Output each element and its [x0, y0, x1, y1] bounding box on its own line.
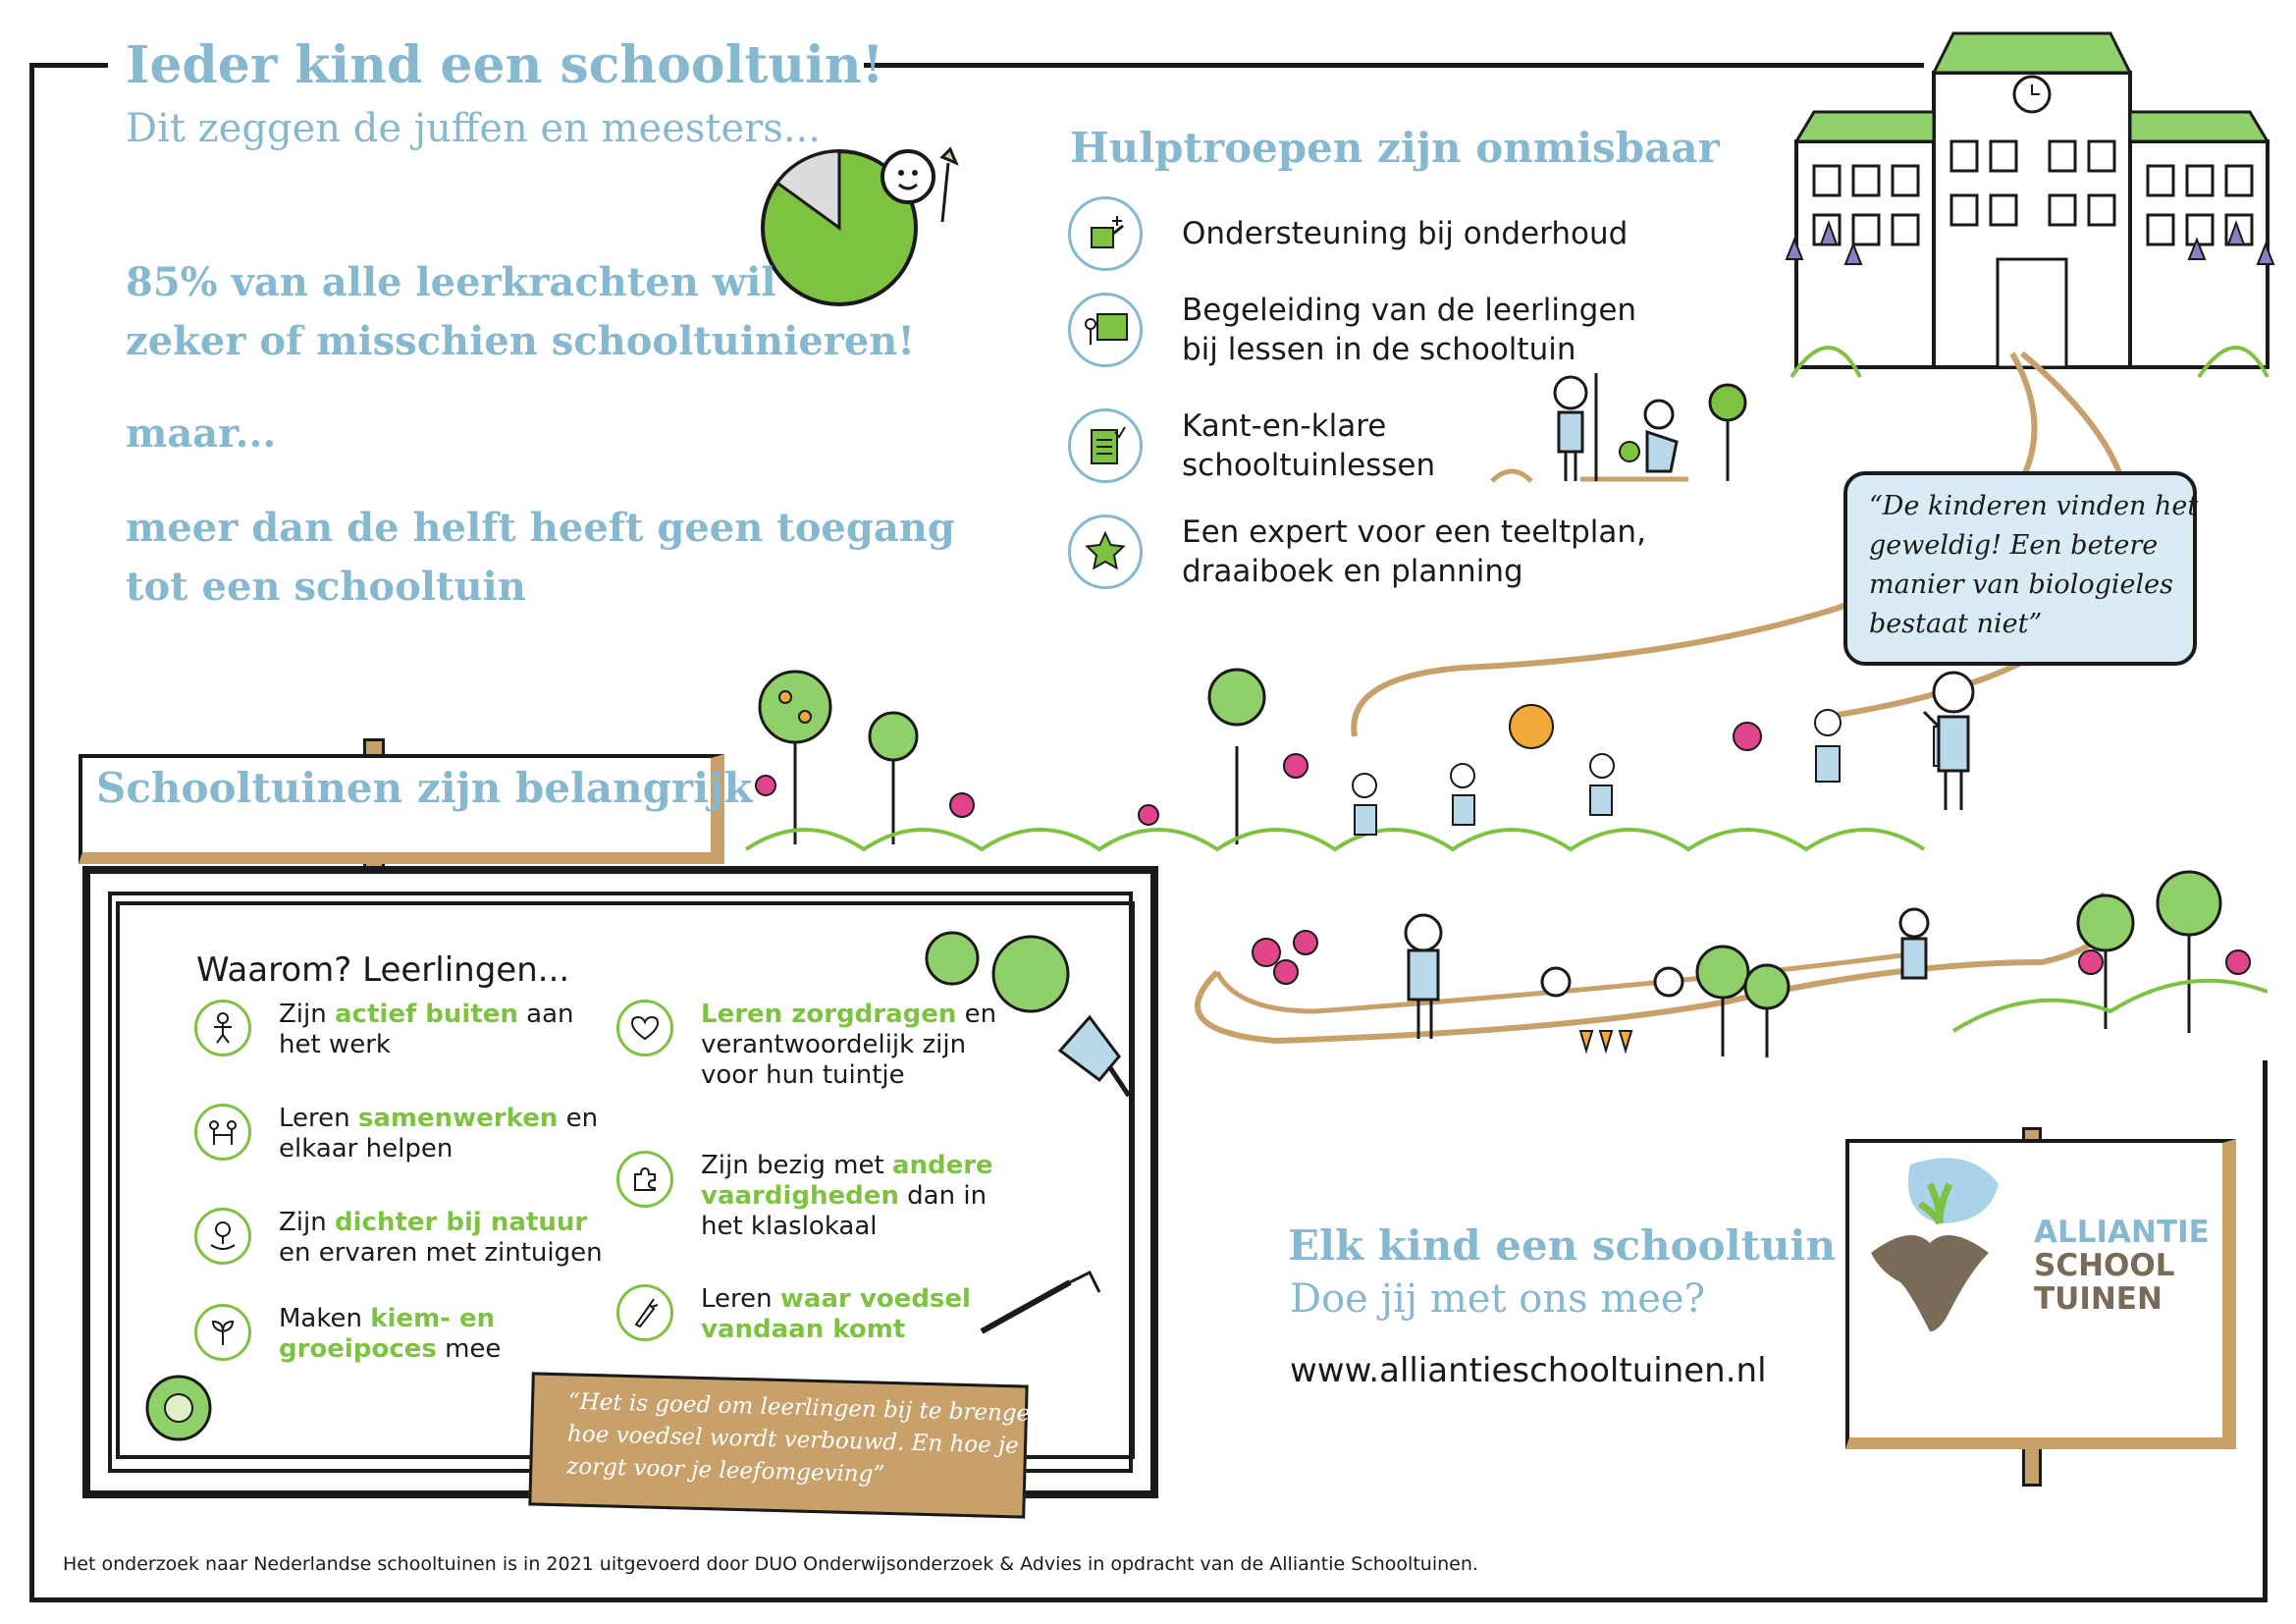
help-text-2a: Begeleiding van de leerlingen	[1182, 293, 1637, 328]
speech-quote-3: manier van biologieles	[1869, 569, 2173, 600]
help-text-4a: Een expert voor een teeltplan,	[1182, 514, 1646, 550]
logo-line-3: TUINEN	[2034, 1281, 2163, 1317]
reason-2-post: en elkaar helpen	[279, 1104, 599, 1164]
stat-but: maar...	[126, 410, 277, 457]
reason-2-hl: samenwerken	[357, 1104, 559, 1133]
school-building	[1785, 31, 2275, 379]
reason-7-pre: Leren	[701, 1284, 780, 1314]
page-subtitle: Dit zeggen de juffen en meesters...	[126, 106, 821, 151]
logo-line-2: SCHOOL	[2034, 1248, 2175, 1283]
reason-3-post: en ervaren met zintuigen	[279, 1238, 603, 1268]
reason-nature: Zijn dichter bij natuur en ervaren met z…	[194, 1208, 603, 1269]
reason-teamwork: Leren samenwerken en elkaar helpen	[194, 1104, 603, 1164]
help-text-3a: Kant-en-klare	[1182, 408, 1387, 444]
carrot-icon	[616, 1284, 673, 1341]
cta-subtitle: Doe jij met ons mee?	[1290, 1276, 1706, 1322]
frame-bottom	[29, 1597, 2268, 1602]
sprout-icon	[194, 1304, 251, 1361]
frame-top-left	[29, 63, 108, 68]
people-icon	[194, 1104, 251, 1161]
reason-5-post: en verantwoordelijk zijn voor hun tuintj…	[701, 1000, 997, 1090]
cta-url[interactable]: www.alliantieschooltuinen.nl	[1290, 1351, 1767, 1390]
reason-4-pre: Maken	[279, 1304, 371, 1333]
watering-can-icon	[1068, 196, 1143, 271]
sign-title: Schooltuinen zijn belangrijk	[96, 764, 753, 812]
board-quote: “Het is goed om leerlingen bij te brenge…	[566, 1386, 1045, 1496]
teacher-board-icon	[1068, 293, 1143, 367]
reason-6-hl: andere vaardigheden	[701, 1151, 993, 1211]
child-icon	[194, 1000, 251, 1056]
reason-1-post: aan het werk	[279, 1000, 574, 1059]
helpers-illustration	[1490, 373, 1747, 483]
tree-hand-icon	[194, 1208, 251, 1265]
help-title: Hulptroepen zijn onmisbaar	[1070, 124, 1720, 172]
sign-board	[79, 754, 724, 864]
reason-6-pre: Zijn bezig met	[701, 1151, 892, 1180]
frame-top-right	[864, 63, 1924, 68]
reason-active: Zijn actief buiten aan het werk	[194, 1000, 603, 1060]
pie-chart	[761, 146, 959, 306]
garden-upper	[744, 668, 1954, 852]
reason-food: Leren waar voedsel vandaan komt	[616, 1284, 1025, 1345]
logo-line-1: ALLIANTIE	[2034, 1215, 2210, 1250]
reason-4-post: mee	[436, 1334, 502, 1364]
help-item-guidance: Begeleiding van de leerlingen bij lessen…	[1068, 291, 1692, 369]
speech-quote-1: “De kinderen vinden het	[1869, 491, 2199, 521]
frame-right	[2263, 1060, 2268, 1602]
checklist-icon	[1068, 408, 1143, 483]
star-icon	[1068, 514, 1143, 589]
frame-left	[29, 63, 34, 1602]
cta-title: Elk kind een schooltuin	[1288, 1221, 1837, 1270]
logo-plant-icon	[1871, 1158, 1999, 1331]
stat-line-4: tot een schooltuin	[126, 564, 526, 610]
board-heading: Waarom? Leerlingen...	[196, 950, 570, 990]
reason-6-post: dan in het klaslokaal	[701, 1181, 988, 1241]
help-text-4b: draaiboek en planning	[1182, 554, 1523, 589]
help-text-3b: schooltuinlessen	[1182, 448, 1436, 483]
garden-lower	[1252, 870, 2268, 1057]
lettuce-icon	[145, 1375, 212, 1441]
reason-skills: Zijn bezig met andere vaardigheden dan i…	[616, 1151, 1025, 1242]
stat-line-3: meer dan de helft heeft geen toegang	[126, 505, 955, 551]
speech-bubble	[1843, 471, 2197, 666]
stat-line-2: zeker of misschien schooltuinieren!	[126, 318, 915, 364]
speech-quote-2: geweldig! Een betere	[1869, 530, 2159, 561]
puzzle-icon	[616, 1151, 673, 1208]
stat-line-1: 85% van alle leerkrachten wil	[126, 259, 776, 305]
reason-4-hl: kiem- en groeipoces	[279, 1304, 496, 1364]
help-item-expert: Een expert voor een teeltplan, draaiboek…	[1068, 513, 1692, 591]
reason-1-pre: Zijn	[279, 1000, 336, 1029]
reason-care: Leren zorgdragen en verantwoordelijk zij…	[616, 1000, 1025, 1091]
reason-2-pre: Leren	[279, 1104, 358, 1133]
reason-7-hl: waar voedsel vandaan komt	[701, 1284, 971, 1344]
help-item-lessons: Kant-en-klare schooltuinlessen	[1068, 406, 1692, 485]
help-text-1a: Ondersteuning bij onderhoud	[1182, 216, 1629, 251]
reason-growth: Maken kiem- en groeipoces mee	[194, 1304, 603, 1365]
reason-3-pre: Zijn	[279, 1208, 336, 1237]
reason-3-hl: dichter bij natuur	[335, 1208, 588, 1237]
logo-text: ALLIANTIE SCHOOL TUINEN	[2034, 1216, 2210, 1316]
kid-thumbs-up	[1922, 671, 1975, 810]
page-title: Ieder kind een schooltuin!	[126, 35, 884, 95]
speech-quote: “De kinderen vinden het geweldig! Een be…	[1869, 487, 2198, 644]
board-tools	[925, 931, 1132, 1334]
help-text-2b: bij lessen in de schooltuin	[1182, 332, 1576, 367]
help-item-maintenance: Ondersteuning bij onderhoud	[1068, 196, 1692, 271]
reason-5-hl: Leren zorgdragen	[701, 1000, 957, 1029]
heart-icon	[616, 1000, 673, 1056]
speech-quote-4: bestaat niet”	[1869, 609, 2043, 639]
reason-1-hl: actief buiten	[335, 1000, 518, 1029]
footer-text: Het onderzoek naar Nederlandse schooltui…	[63, 1553, 1478, 1575]
